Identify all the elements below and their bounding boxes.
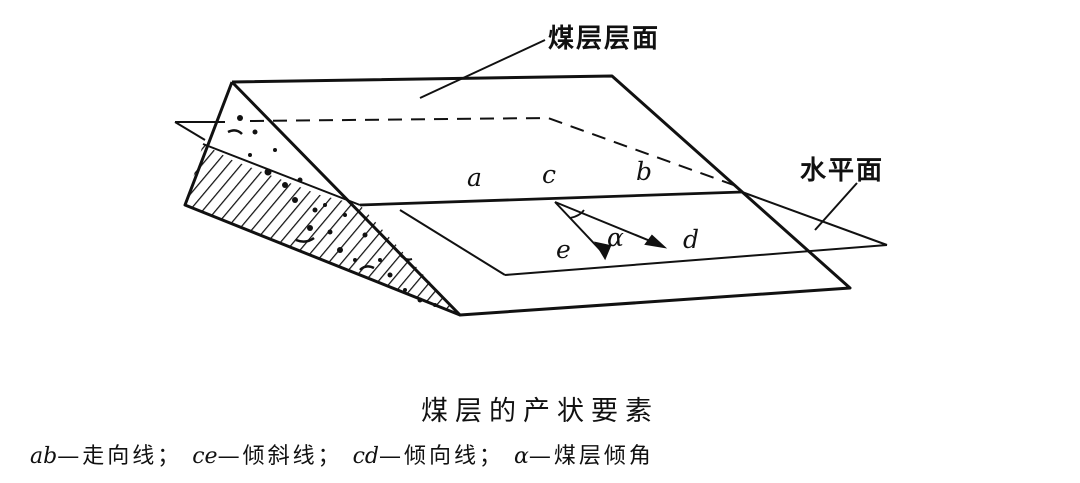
legend-dash: — [217,444,243,469]
legend-separator: ； [157,444,183,469]
legend-symbol: ce [192,444,218,469]
legend-symbol: ab [30,444,58,469]
coal-seam-band [227,115,437,307]
legend-symbol: cd [352,444,380,469]
horizontal-plane-label: 水平面 [800,156,885,186]
point-d-label: d [683,225,700,254]
figure-legend: ab—走向线； ce—倾斜线； cd—倾向线； α—煤层倾角 [30,438,654,470]
legend-separator: ； [479,444,505,469]
figure-title: 煤层的产状要素 [421,396,659,427]
rock-boundary-line [202,143,361,206]
horizontal-plane [174,116,888,276]
horizontal-plane-leader [814,182,858,231]
legend-meaning: 倾斜线 [242,444,318,469]
legend-dash: — [57,444,83,469]
dip-lines [554,201,668,261]
legend-meaning: 走向线 [82,444,158,469]
legend-dash: — [528,444,554,469]
legend-meaning: 煤层倾角 [553,444,654,469]
legend-dash: — [379,444,405,469]
point-a-label: a [467,163,482,192]
point-c-label: c [542,160,557,189]
legend-symbol: α [514,444,529,469]
hatched-rock-layer [185,144,460,315]
seam-surface-label: 煤层层面 [548,24,661,54]
alpha-label: α [607,223,624,252]
legend-meaning: 倾向线 [404,444,480,469]
seam-surface-leader [419,39,546,99]
point-b-label: b [636,157,653,186]
point-e-label: e [556,235,571,264]
legend-separator: ； [317,444,343,469]
